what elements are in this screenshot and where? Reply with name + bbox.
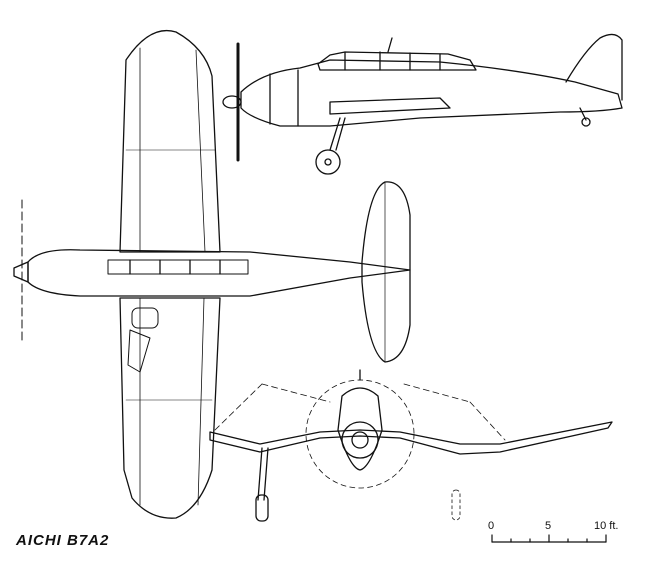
scale-bar bbox=[491, 534, 607, 543]
scale-label-5: 5 bbox=[545, 520, 552, 532]
scale-label-0: 0 bbox=[488, 520, 495, 532]
drawing-title: AICHI B7A2 bbox=[16, 532, 110, 549]
scale-label-10: 10 ft. bbox=[594, 520, 619, 532]
front-view bbox=[209, 369, 613, 522]
side-view bbox=[222, 33, 623, 175]
plan-view bbox=[13, 29, 411, 519]
